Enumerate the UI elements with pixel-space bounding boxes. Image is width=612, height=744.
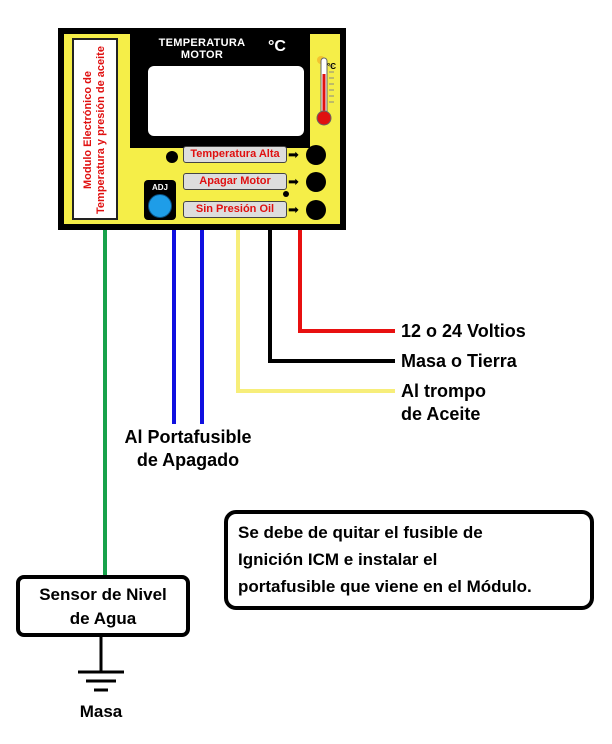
button-temperatura-alta[interactable] xyxy=(306,145,326,165)
fuse-label-line1: Al Portafusible xyxy=(124,427,252,447)
screen-title: TEMPERATURA MOTOR xyxy=(140,37,264,61)
button-apagar-motor[interactable] xyxy=(306,172,326,192)
power-label: 12 o 24 Voltios xyxy=(401,321,526,341)
ground-symbol xyxy=(78,637,124,692)
arrow-icon: ➡ xyxy=(288,202,299,217)
sensor-label-line2: de Agua xyxy=(69,609,137,628)
ground-wire-label: Masa o Tierra xyxy=(401,351,517,371)
side-label-box xyxy=(72,38,118,220)
note-line1: Se debe de quitar el fusible de xyxy=(238,523,483,542)
button-sin-presion-oil[interactable] xyxy=(306,200,326,220)
sensor-label-line1: Sensor de Nivel xyxy=(39,585,167,604)
thermometer-unit: °C xyxy=(327,62,336,71)
side-label-line2: Temperatura y presión de aceite xyxy=(95,46,107,214)
note-box xyxy=(224,510,594,610)
side-label: Modulo Electrónico de Temperatura y pres… xyxy=(82,40,108,220)
adj-button[interactable] xyxy=(148,194,172,218)
screen-title-line2: MOTOR xyxy=(180,49,224,61)
water-sensor-label: Sensor de Nivel de Agua xyxy=(16,583,190,631)
ground-wire xyxy=(268,228,395,363)
screen-title-line1: TEMPERATURA xyxy=(158,37,246,49)
note-line3: portafusible que viene en el Módulo. xyxy=(238,577,532,596)
indicator-dot xyxy=(283,191,289,197)
adj-label: ADJ xyxy=(151,183,168,192)
oil-label: Al trompo de Aceite xyxy=(401,380,486,426)
indicator-sin-presion-oil: Sin Presión Oil xyxy=(183,201,287,218)
note-text: Se debe de quitar el fusible de Ignición… xyxy=(238,519,588,600)
thermometer-icon xyxy=(316,56,334,126)
screen-unit: °C xyxy=(268,38,286,55)
arrow-icon: ➡ xyxy=(288,147,299,162)
fuse-label: Al Portafusible de Apagado xyxy=(100,426,276,472)
indicator-temperatura-alta: Temperatura Alta xyxy=(183,146,287,163)
oil-wire xyxy=(236,228,395,393)
ground-label: Masa xyxy=(79,702,123,721)
screen-display-area xyxy=(148,66,304,136)
side-label-line1: Modulo Electrónico de xyxy=(82,71,94,189)
oil-label-line1: Al trompo xyxy=(401,381,486,401)
power-wire xyxy=(298,228,395,333)
fuse-label-line2: de Apagado xyxy=(136,450,240,470)
note-line2: Ignición ICM e instalar el xyxy=(238,550,438,569)
indicator-apagar-motor: Apagar Motor xyxy=(183,173,287,190)
indicator-led xyxy=(166,151,178,163)
oil-label-line2: de Aceite xyxy=(401,404,481,424)
water-sensor-box xyxy=(16,575,190,637)
arrow-icon: ➡ xyxy=(288,174,299,189)
